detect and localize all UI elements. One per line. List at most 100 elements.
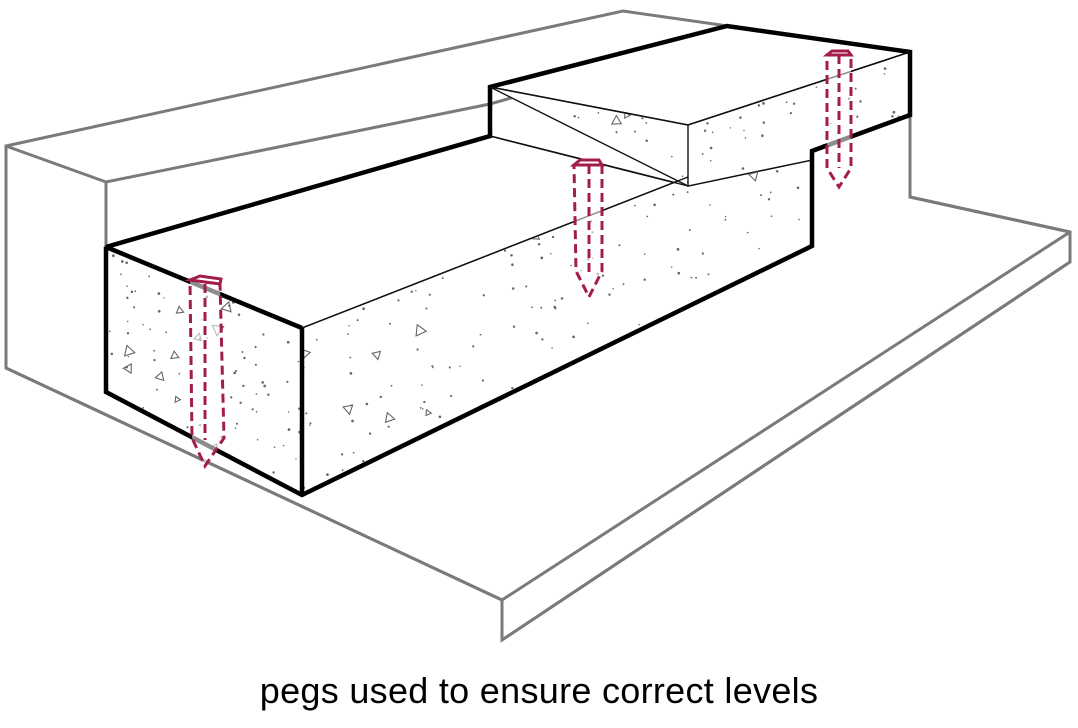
concrete-aggregate <box>123 344 136 357</box>
concrete-speck <box>153 358 156 362</box>
step-edge-c <box>687 51 911 126</box>
concrete-aggregate <box>371 350 382 361</box>
concrete-speck <box>739 116 742 119</box>
concrete-speck <box>724 218 727 221</box>
concrete-speck <box>243 356 246 360</box>
concrete-aggregate <box>133 486 144 495</box>
concrete-speck <box>305 412 308 415</box>
concrete-speck <box>176 451 179 454</box>
concrete-speck <box>677 271 681 275</box>
concrete-speck <box>541 338 544 341</box>
concrete-speck <box>706 122 709 125</box>
concrete-speck <box>701 252 704 255</box>
concrete-speck <box>707 273 710 276</box>
concrete-speck <box>109 452 112 455</box>
concrete-speck <box>419 406 422 409</box>
concrete-speck <box>641 117 644 120</box>
concrete-speck <box>432 366 434 369</box>
concrete-speck <box>379 395 382 399</box>
concrete-speck <box>762 121 766 124</box>
concrete-speck <box>233 371 237 375</box>
concrete-speck <box>362 460 365 463</box>
concrete-speck <box>341 469 344 472</box>
concrete-speck <box>135 460 137 463</box>
concrete-speck <box>608 293 611 296</box>
concrete-speck <box>770 215 773 218</box>
concrete-speck <box>239 401 242 404</box>
concrete-aggregate <box>610 114 623 125</box>
concrete-speck <box>897 115 900 117</box>
concrete-speck <box>638 323 640 326</box>
concrete-speck <box>597 112 600 114</box>
concrete-speck <box>421 408 424 410</box>
concrete-speck <box>348 324 350 327</box>
concrete-speck <box>643 278 646 281</box>
concrete-speck <box>760 194 763 197</box>
concrete-speck <box>130 290 134 294</box>
concrete-aggregate <box>154 370 165 382</box>
concrete-speck <box>349 372 353 375</box>
concrete-speck <box>883 67 887 70</box>
concrete-speck <box>109 330 111 333</box>
concrete-speck <box>349 356 352 359</box>
concrete-speck <box>512 325 516 328</box>
concrete-speck <box>234 369 238 373</box>
concrete-speck <box>142 407 144 409</box>
concrete-speck <box>686 191 689 194</box>
concrete-speck <box>415 289 417 292</box>
concrete-speck <box>423 400 426 404</box>
concrete-speck <box>746 231 749 234</box>
concrete-speck <box>757 104 761 107</box>
concrete-speck <box>688 229 691 231</box>
concrete-speck <box>286 340 290 344</box>
concrete-speck <box>618 244 621 247</box>
concrete-speck <box>681 175 684 177</box>
foundation-outline <box>103 23 913 498</box>
concrete-speck <box>120 260 124 263</box>
concrete-speck <box>148 275 151 278</box>
concrete-speck <box>428 293 431 296</box>
concrete-speck <box>241 351 244 353</box>
concrete-speck <box>808 442 811 446</box>
concrete-speck <box>282 444 285 447</box>
concrete-speck <box>431 365 434 368</box>
concrete-speck <box>511 386 514 390</box>
ground-right-edge <box>501 195 1072 642</box>
concrete-speck <box>762 102 765 105</box>
concrete-speck <box>234 427 237 429</box>
concrete-speck <box>758 247 760 250</box>
concrete-speck <box>744 137 747 139</box>
concrete-speck <box>153 349 156 352</box>
concrete-speck <box>356 319 359 322</box>
concrete-speck <box>535 331 538 335</box>
concrete-speck <box>152 479 155 482</box>
concrete-speck <box>767 198 771 201</box>
concrete-speck <box>883 73 886 75</box>
concrete-speck <box>792 102 796 105</box>
concrete-speck <box>586 322 589 325</box>
concrete-speck <box>157 292 161 295</box>
concrete-speck <box>242 384 245 388</box>
concrete-speck <box>711 131 714 134</box>
concrete-speck <box>511 287 515 290</box>
concrete-aggregate <box>415 323 428 337</box>
concrete-speck <box>254 363 257 366</box>
concrete-speck <box>163 297 165 299</box>
concrete-speck <box>149 328 151 331</box>
concrete-speck <box>261 381 265 384</box>
concrete-speck <box>421 384 423 386</box>
concrete-speck <box>789 111 793 115</box>
concrete-aggregate <box>170 350 180 360</box>
concrete-speck <box>256 439 259 441</box>
concrete-speck <box>438 415 442 419</box>
concrete-speck <box>416 348 419 351</box>
concrete-aggregate <box>747 171 759 182</box>
concrete-speck <box>537 242 541 246</box>
concrete-speck <box>634 204 636 207</box>
concrete-speck <box>761 134 764 137</box>
concrete-speck <box>127 355 130 358</box>
concrete-speck <box>309 424 311 426</box>
concrete-speck <box>110 352 114 356</box>
concrete-speck <box>554 307 557 310</box>
